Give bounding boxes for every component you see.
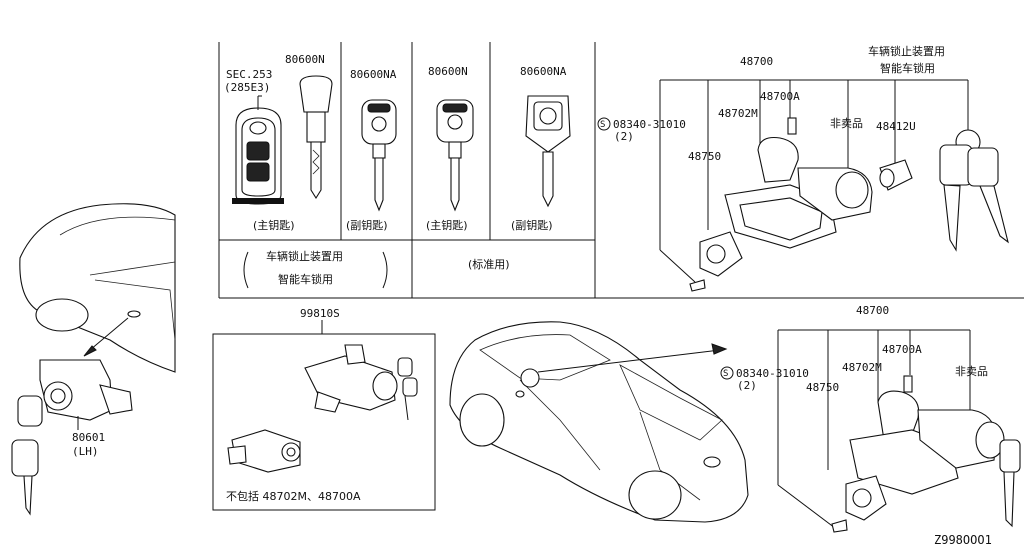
top-part-48702M: 48702M [718, 107, 758, 120]
top-part-48700: 48700 [740, 55, 774, 68]
kit-part-99810S: 99810S [300, 307, 340, 320]
door-lock-side: (LH) [72, 445, 99, 458]
door-lock-part: 80601 [72, 431, 106, 444]
key-col1-caption: (主钥匙) [253, 219, 295, 232]
bottom-ignition-assembly-drawing [831, 375, 1021, 533]
top-part-48412U: 48412U [876, 120, 916, 133]
kit-box-drawing [227, 344, 418, 473]
frame-lines [212, 42, 1024, 511]
bottom-screw-part: 08340-31010 [736, 367, 809, 380]
top-screw-symbol: S [600, 120, 606, 130]
top-part-48750: 48750 [688, 150, 722, 163]
bottom-screw-qty: (2) [737, 379, 757, 392]
door-lock-cylinder-drawing [11, 359, 133, 516]
top-assembly-leader-lines [659, 79, 969, 283]
bottom-not-sold: 非卖品 [955, 365, 988, 378]
key-col1-part: 80600N [285, 53, 325, 66]
top-title-line1: 车辆锁止装置用 [868, 45, 945, 58]
top-screw-part: 08340-31010 [613, 118, 686, 131]
key-col2-part: 80600NA [350, 68, 397, 81]
bottom-part-48750: 48750 [806, 381, 840, 394]
bottom-part-48700A: 48700A [882, 343, 922, 356]
screw-symbols [597, 117, 734, 380]
key-col4-part: 80600NA [520, 65, 567, 78]
top-title-line2: 智能车锁用 [880, 62, 935, 75]
car-hatchback-drawing [449, 321, 749, 523]
group-left-line1: 车辆锁止装置用 [266, 250, 343, 263]
bottom-screw-symbol: S [723, 369, 729, 379]
top-screw-qty: (2) [614, 130, 634, 143]
smart-key-fob-drawing [232, 95, 284, 205]
key-col4-caption: (副钥匙) [511, 219, 553, 232]
key-col2-caption: (副钥匙) [346, 219, 388, 232]
bottom-assembly-leader-lines [777, 329, 971, 529]
sub-key-drawing-1 [361, 99, 397, 212]
key-col3-caption: (主钥匙) [426, 219, 468, 232]
main-key-drawing [436, 99, 474, 212]
emergency-key-drawing [299, 75, 333, 200]
bottom-part-48702M: 48702M [842, 361, 882, 374]
top-not-sold: 非卖品 [830, 117, 863, 130]
bottom-part-48700: 48700 [856, 304, 890, 317]
group-right: (标准用) [468, 258, 510, 271]
diagram-id: Z998OOO1 [934, 533, 992, 547]
kit-note: 不包括 48702M、48700A [226, 490, 361, 503]
car-left-drawing [19, 203, 176, 373]
group-left-line2: 智能车锁用 [278, 273, 333, 286]
sec-ref-line1: SEC.253 [226, 68, 273, 81]
sec-ref-line2: (285E3) [224, 81, 271, 94]
sub-key-drawing-2 [525, 95, 571, 208]
key-col3-part: 80600N [428, 65, 468, 78]
top-ignition-assembly-drawing [689, 117, 913, 292]
top-part-48700A: 48700A [760, 90, 800, 103]
top-keys-pair-drawing [939, 129, 1009, 252]
